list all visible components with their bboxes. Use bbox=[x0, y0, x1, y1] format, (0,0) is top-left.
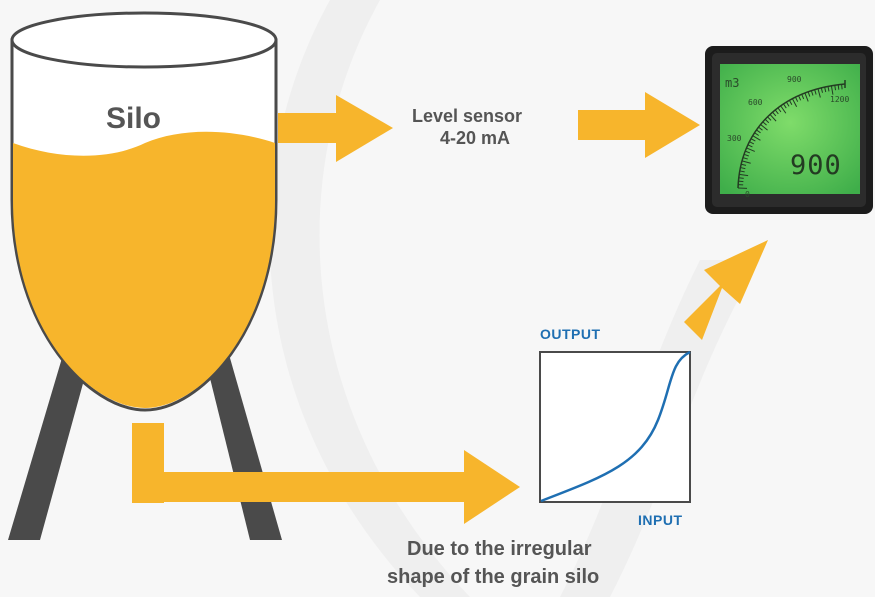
scale-tick-label: 0 bbox=[745, 190, 750, 199]
sensor-label-line1: Level sensor bbox=[412, 106, 523, 126]
display-unit: m3 bbox=[725, 76, 740, 90]
scale-tick bbox=[762, 121, 767, 126]
scale-tick bbox=[738, 177, 744, 179]
scale-tick bbox=[786, 101, 790, 107]
scale-tick bbox=[741, 163, 747, 166]
arrow-curve-to-display bbox=[684, 240, 768, 340]
scale-tick bbox=[749, 141, 755, 145]
silo-label: Silo bbox=[106, 102, 162, 135]
scale-tick bbox=[792, 98, 798, 107]
sensor-label-line2: 4-20 mA bbox=[440, 128, 511, 148]
silo-leg-left bbox=[8, 358, 90, 540]
panel-meter bbox=[705, 46, 873, 214]
transfer-curve bbox=[540, 350, 691, 503]
scale-tick bbox=[783, 103, 787, 109]
scale-tick bbox=[780, 105, 787, 114]
arrow-to-curve bbox=[132, 423, 520, 524]
scale-tick bbox=[769, 114, 777, 122]
scale-tick bbox=[764, 118, 770, 124]
curve-box bbox=[539, 350, 691, 503]
scale-tick bbox=[740, 167, 746, 170]
display-value: 900 bbox=[790, 150, 842, 181]
scale-tick bbox=[746, 147, 755, 152]
scale-tick-label: 300 bbox=[727, 134, 742, 143]
scale-tick bbox=[739, 170, 745, 173]
scale-tick bbox=[820, 87, 823, 93]
scale-tick bbox=[741, 160, 751, 164]
scale-tick bbox=[743, 153, 749, 157]
note-line1: Due to the irregular bbox=[407, 538, 592, 560]
note-line2: shape of the grain silo bbox=[387, 566, 600, 588]
scale-tick-label: 900 bbox=[787, 75, 802, 84]
scale-tick bbox=[837, 84, 840, 90]
scale-tick bbox=[841, 84, 843, 90]
arrow-to-sensor bbox=[278, 95, 393, 162]
scale-arc bbox=[737, 83, 846, 189]
scale-tick-label: 600 bbox=[748, 98, 763, 107]
scale-ticks bbox=[737, 84, 843, 189]
scale-tick bbox=[824, 87, 827, 93]
scale-tick bbox=[750, 138, 756, 142]
scale-tick bbox=[801, 94, 805, 100]
scale-tick bbox=[752, 135, 761, 141]
background-swoosh bbox=[269, 0, 470, 597]
scale-tick bbox=[810, 90, 814, 96]
scale-tick bbox=[834, 85, 837, 91]
scale-tick bbox=[772, 111, 777, 117]
scale-tick bbox=[777, 107, 782, 113]
scale-tick bbox=[739, 173, 749, 177]
scale-tick bbox=[814, 89, 817, 95]
scale-tick bbox=[774, 109, 779, 115]
scale-tick bbox=[798, 95, 802, 101]
scale-tick bbox=[804, 92, 809, 102]
scale-tick bbox=[830, 85, 834, 95]
curve-input-label: INPUT bbox=[638, 512, 683, 528]
silo bbox=[10, 11, 278, 412]
scale-tick bbox=[754, 132, 759, 136]
silo-grain-fill bbox=[13, 131, 275, 408]
scale-tick bbox=[807, 91, 811, 97]
scale-tick bbox=[742, 157, 748, 160]
scale-tick bbox=[767, 116, 772, 121]
scale-tick-label: 1200 bbox=[830, 95, 850, 104]
arrow-to-display bbox=[578, 92, 700, 158]
scale-tick bbox=[788, 100, 793, 105]
scale-tick bbox=[745, 150, 751, 154]
scale-tick bbox=[747, 144, 753, 148]
silo-top bbox=[10, 11, 278, 69]
silo-leg-right bbox=[205, 358, 282, 540]
scale-tick bbox=[795, 96, 799, 102]
scale-tick bbox=[758, 126, 763, 131]
scale-tick bbox=[817, 88, 821, 98]
curve-output-label: OUTPUT bbox=[540, 326, 601, 342]
scale-tick bbox=[827, 86, 830, 92]
scale-tick bbox=[756, 129, 761, 134]
scale-tick bbox=[760, 124, 768, 131]
